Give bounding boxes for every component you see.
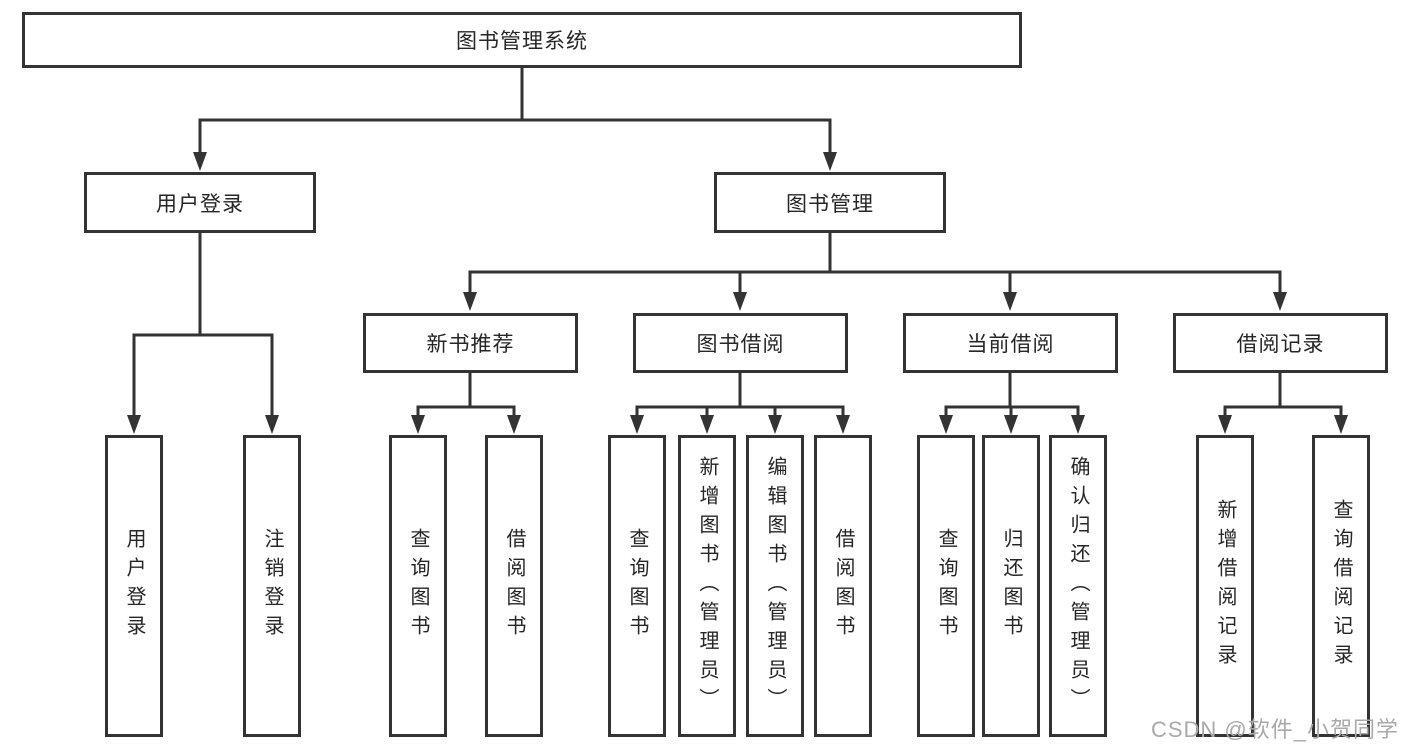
node-root: 图书管理系统	[22, 12, 1022, 68]
node-leaf-query-borrow-record: 查询借阅记录	[1312, 435, 1370, 737]
node-borrow-records: 借阅记录	[1173, 313, 1388, 373]
node-leaf-confirm-return-admin: 确认归还（管理员）	[1049, 435, 1107, 737]
connector-borrow-records	[1218, 371, 1348, 434]
node-leaf-borrow-book-2: 借阅图书	[814, 435, 872, 737]
csdn-watermark: CSDN @软件_小贺同学	[1150, 717, 1399, 742]
node-label: 查询图书	[626, 528, 648, 644]
node-label: 新书推荐	[426, 333, 515, 356]
node-leaf-logout: 注销登录	[243, 435, 301, 737]
node-label: 图书借阅	[696, 333, 785, 356]
node-new-book-recommend: 新书推荐	[363, 313, 578, 373]
node-book-borrow: 图书借阅	[633, 313, 848, 373]
node-user-login-group: 用户登录	[84, 172, 316, 233]
node-label: 借阅图书	[832, 528, 854, 644]
node-label: 当前借阅	[966, 333, 1055, 356]
connector-current-borrow	[939, 371, 1085, 434]
node-label: 新增图书（管理员）	[696, 455, 718, 717]
node-label: 用户登录	[123, 528, 145, 644]
node-leaf-borrow-book-1: 借阅图书	[485, 435, 543, 737]
node-label: 查询图书	[935, 528, 957, 644]
connector-book-management	[463, 231, 1287, 311]
node-current-borrow: 当前借阅	[903, 313, 1118, 373]
node-leaf-query-book-3: 查询图书	[917, 435, 975, 737]
node-label: 确认归还（管理员）	[1067, 455, 1089, 717]
node-leaf-query-book-1: 查询图书	[389, 435, 447, 737]
node-leaf-query-book-2: 查询图书	[608, 435, 666, 737]
node-leaf-add-book-admin: 新增图书（管理员）	[678, 435, 736, 737]
connector-new-book	[411, 371, 521, 434]
node-root-label: 图书管理系统	[456, 30, 588, 53]
node-label: 借阅记录	[1236, 333, 1325, 356]
node-label: 编辑图书（管理员）	[764, 455, 786, 717]
node-leaf-return-book: 归还图书	[982, 435, 1040, 737]
node-leaf-add-borrow-record: 新增借阅记录	[1196, 435, 1254, 737]
node-label: 借阅图书	[503, 528, 525, 644]
connector-root	[193, 66, 837, 171]
node-label: 归还图书	[1000, 528, 1022, 644]
node-label: 图书管理	[786, 192, 874, 216]
connector-book-borrow	[630, 371, 850, 434]
node-label: 用户登录	[156, 192, 244, 216]
connector-user-login	[127, 231, 279, 434]
node-book-management-group: 图书管理	[714, 172, 946, 233]
node-label: 查询借阅记录	[1330, 499, 1352, 673]
node-label: 查询图书	[407, 528, 429, 644]
node-leaf-edit-book-admin: 编辑图书（管理员）	[746, 435, 804, 737]
node-label: 注销登录	[261, 528, 283, 644]
node-leaf-user-login: 用户登录	[105, 435, 163, 737]
node-label: 新增借阅记录	[1214, 499, 1236, 673]
